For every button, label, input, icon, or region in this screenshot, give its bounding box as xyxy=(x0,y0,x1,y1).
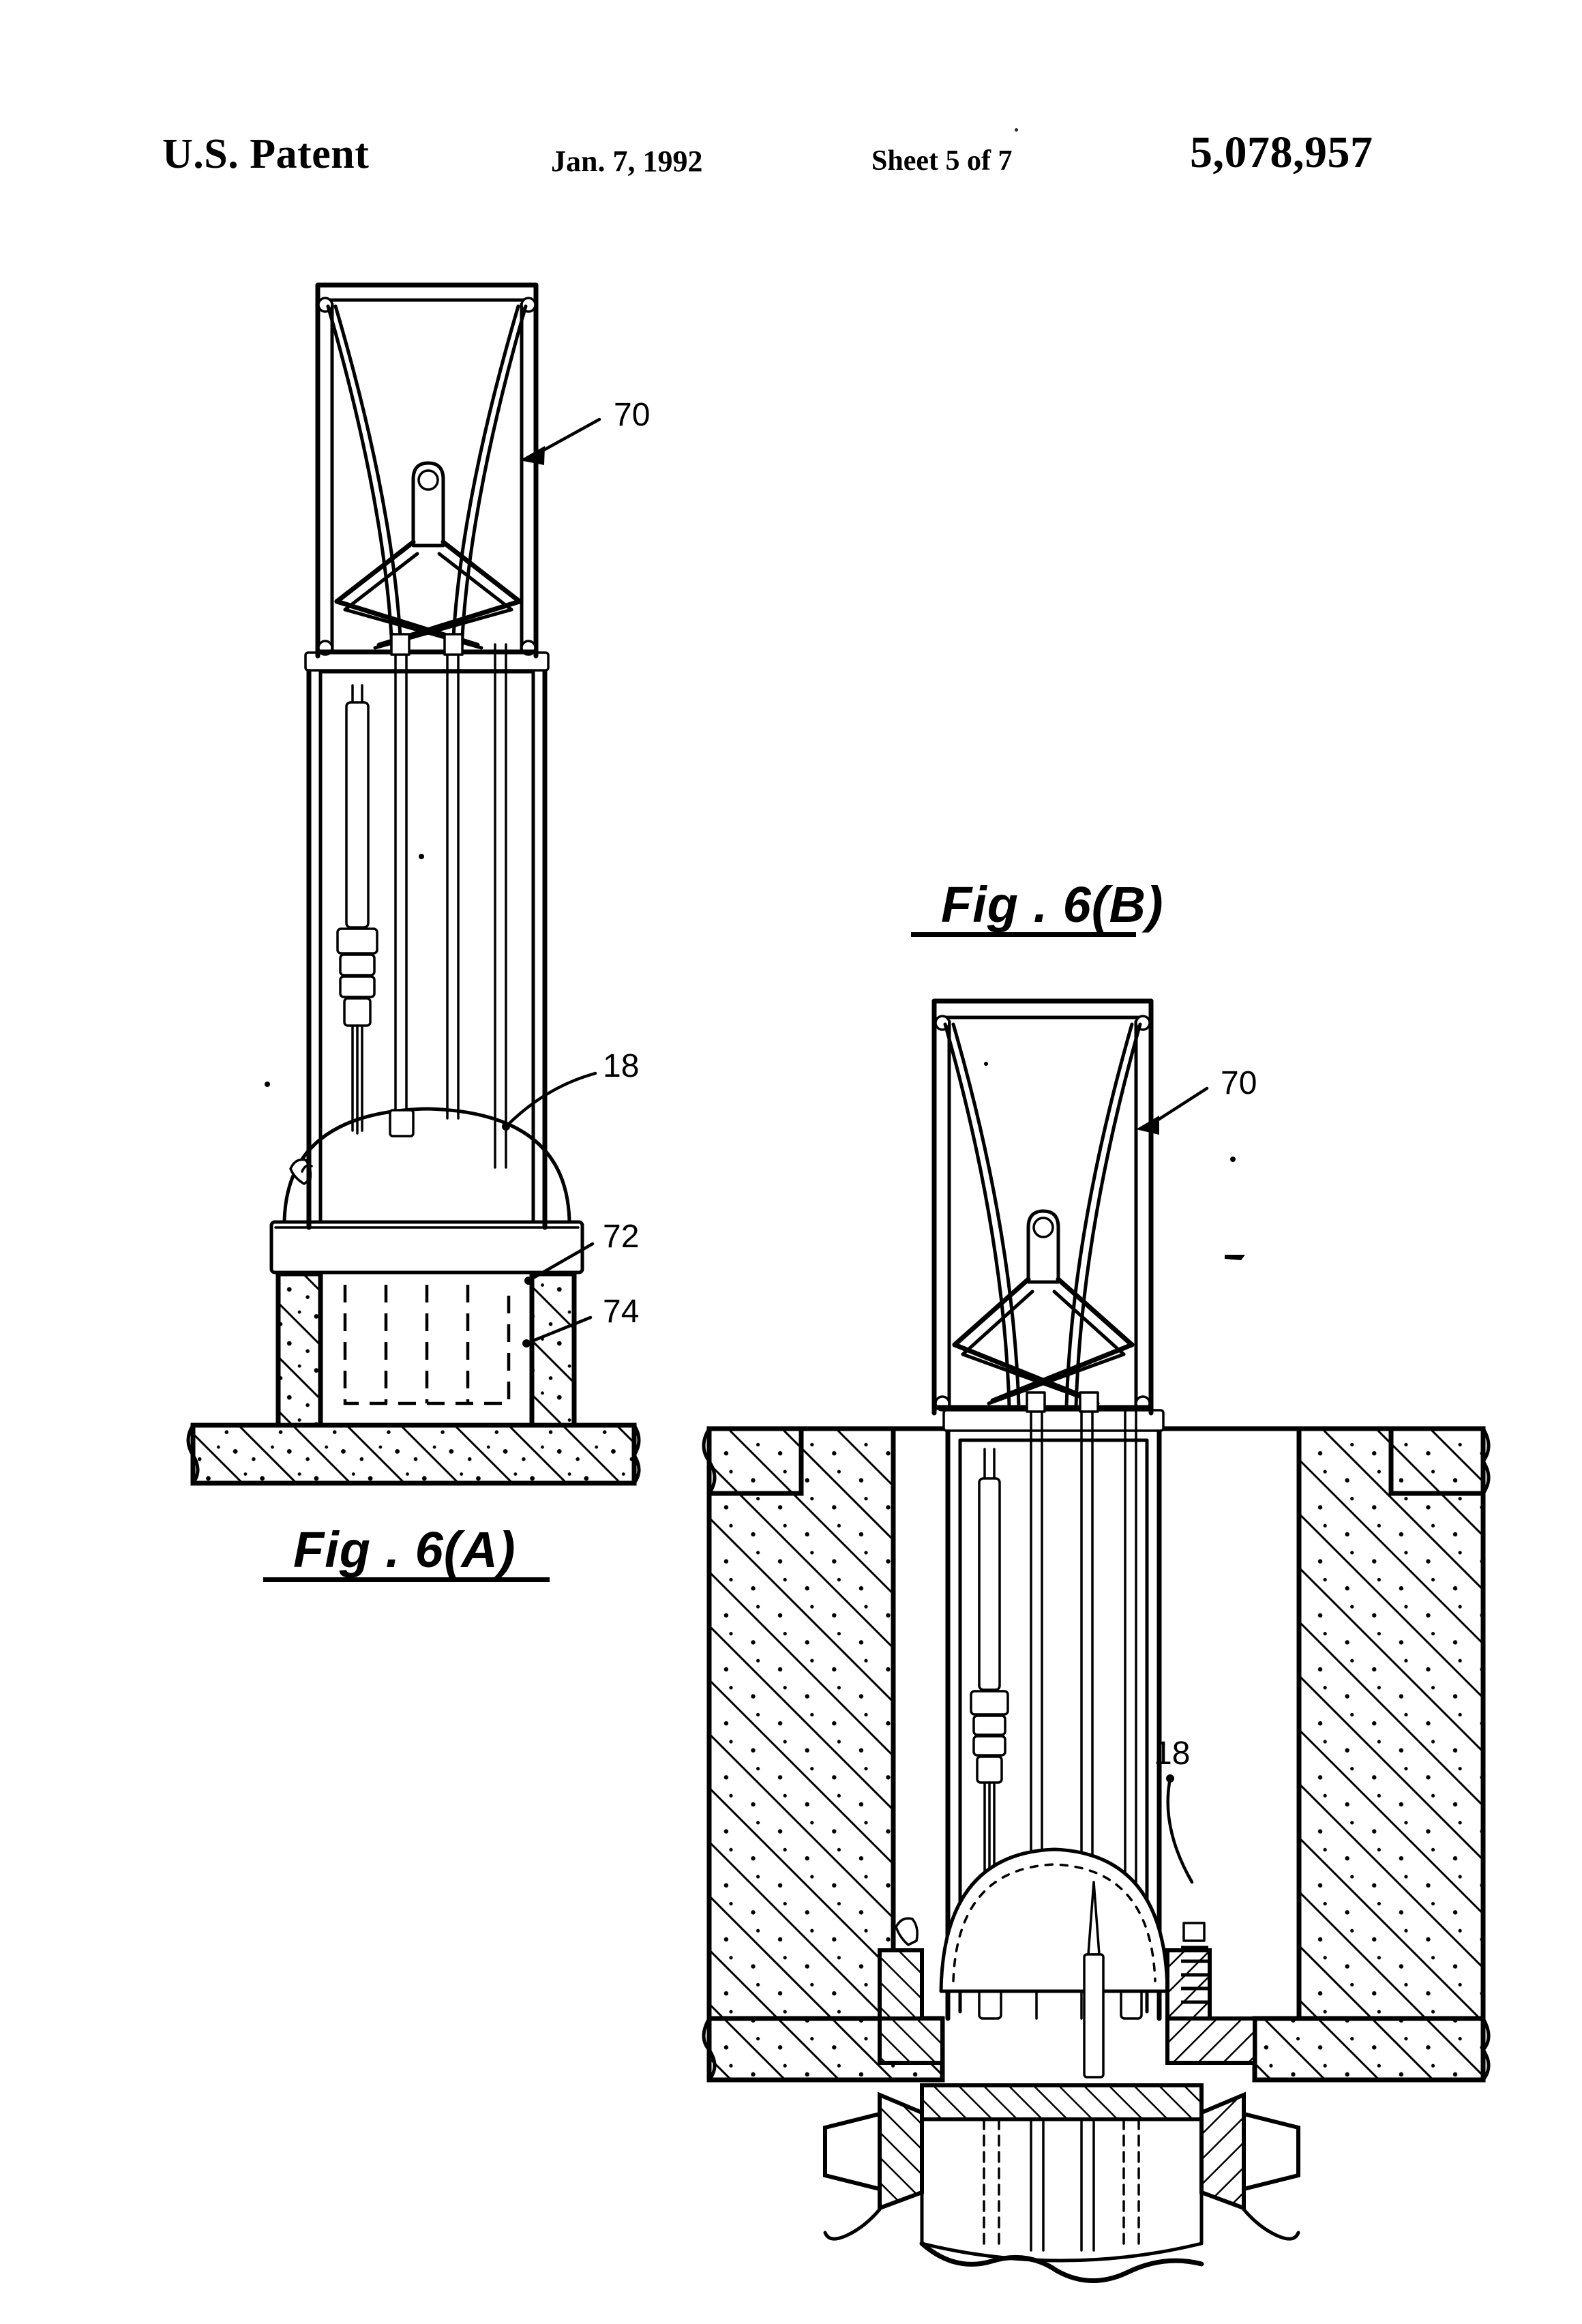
fig6a-leader-lines xyxy=(502,417,601,1347)
figure-6a-caption-text: Fig . 6(A) xyxy=(293,1521,516,1578)
figure-6b-caption-text: Fig . 6(B) xyxy=(941,876,1164,933)
fig6a-domed-head xyxy=(282,1107,571,1224)
scan-artifact xyxy=(984,1062,988,1066)
fig6b-label-18: 18 xyxy=(1154,1735,1191,1772)
patent-header: U.S. Patent Jan. 7, 1992 Sheet 5 of 7 5,… xyxy=(0,128,1582,208)
fig6b-lifting-frame xyxy=(931,998,1154,1416)
fig6a-lifting-frame xyxy=(315,282,539,659)
scan-artifact xyxy=(1230,1157,1236,1162)
scan-artifact xyxy=(419,854,424,859)
fig6a-label-18: 18 xyxy=(603,1048,640,1084)
fig6b-label-70: 70 xyxy=(1221,1065,1257,1101)
fig6a-label-70: 70 xyxy=(614,397,651,433)
fig6a-internal-rods xyxy=(336,643,507,1169)
figure-6a-caption: Fig . 6(A) xyxy=(263,1525,550,1582)
fig6a-phantom-cavity xyxy=(343,1285,511,1405)
patent-office-label: U.S. Patent xyxy=(162,131,370,177)
sheet-indicator: Sheet 5 of 7 xyxy=(871,145,1013,177)
fig6a-label-72: 72 xyxy=(603,1219,640,1255)
fig6a-label-74: 74 xyxy=(603,1294,640,1330)
figure-6a-caption-underline xyxy=(263,1577,550,1582)
figure-6b-caption: Fig . 6(B) xyxy=(911,880,1164,937)
patent-issue-date: Jan. 7, 1992 xyxy=(551,145,703,178)
fig6b-nozzle-flange-joint xyxy=(823,1881,1300,2283)
fig6b-leader-lines xyxy=(1136,1086,1209,1884)
patent-number: 5,078,957 xyxy=(1190,128,1373,177)
scan-artifact xyxy=(1225,1255,1245,1260)
scan-artifact xyxy=(265,1082,270,1087)
scan-artifact-speck xyxy=(1015,128,1018,132)
figure-6b-caption-underline xyxy=(911,932,1136,937)
fig6b-domed-head xyxy=(895,1847,1169,1993)
